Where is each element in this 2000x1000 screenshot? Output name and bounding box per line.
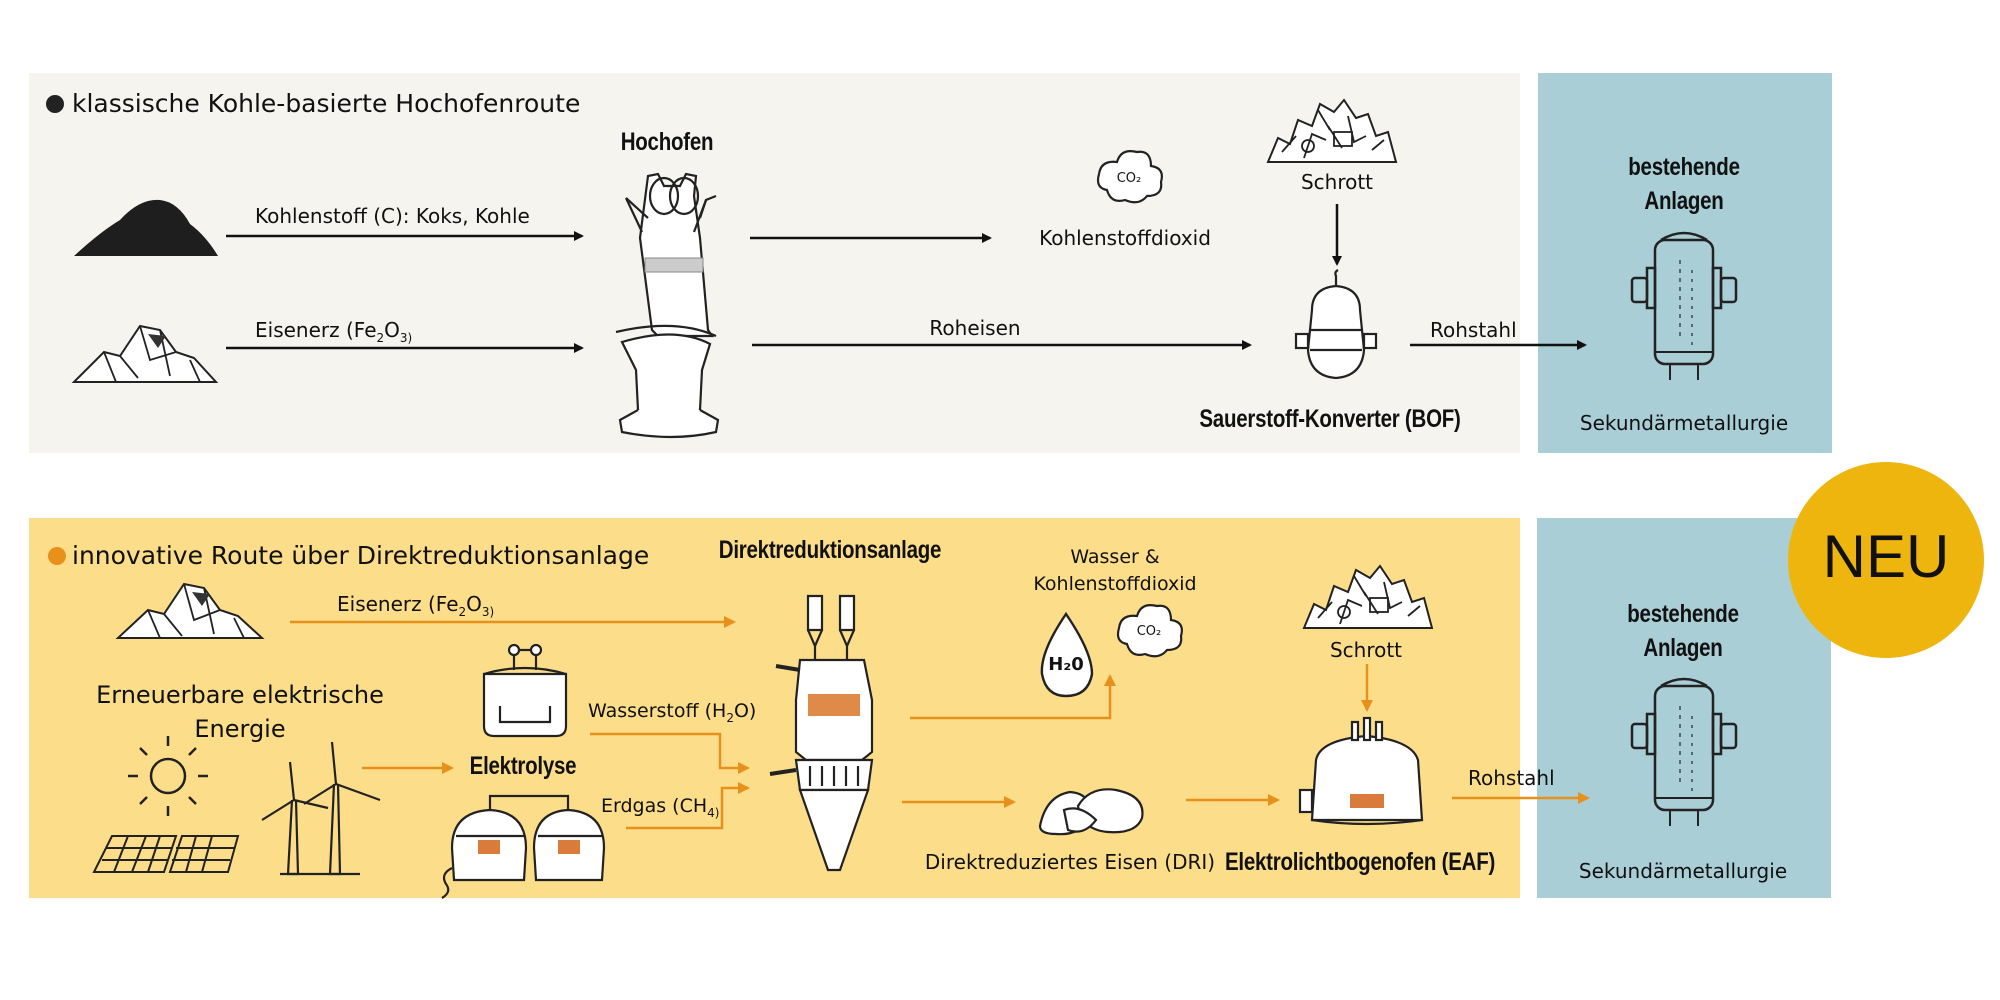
- iron-ore-label-top-sub2: 3): [399, 331, 413, 345]
- secondary-metallurgy-label-top: Sekundärmetallurgie: [1579, 411, 1789, 435]
- iron-ore-label-bottom-sub2: 3): [481, 605, 495, 619]
- water-co2-label: Wasser & Kohlenstoffdioxid: [1033, 546, 1197, 595]
- scrap-pile-bottom: [1303, 565, 1433, 629]
- direct-reduction-plant-label: Direktreduktionsanlage: [718, 536, 942, 564]
- scrap-label-top: Schrott: [1300, 170, 1374, 194]
- dri-label: Direktreduziertes Eisen (DRI): [924, 850, 1216, 874]
- iron-ore-label-top: Eisenerz (Fe2O3): [255, 318, 412, 345]
- iron-ore-pile-bottom: [115, 582, 265, 639]
- iron-ore-label-bottom-mid: O: [466, 592, 482, 616]
- carbon-input-label: Kohlenstoff (C): Koks, Kohle: [255, 204, 530, 228]
- neu-badge-circle: [1788, 462, 1984, 658]
- top-route-title: klassische Kohle-basierte Hochofenroute: [72, 89, 581, 118]
- crude-steel-label-bottom: Rohstahl: [1468, 766, 1555, 790]
- hydrogen-label-sub: 2: [726, 710, 734, 725]
- co2-icon-text-bottom: CO₂: [1136, 624, 1162, 639]
- h2o-icon-text: H₂0: [1048, 654, 1084, 675]
- existing-plants-converter-top: [1630, 231, 1738, 382]
- bottom-route-title: innovative Route über Direktreduktionsan…: [72, 541, 650, 570]
- blast-furnace-drawing: [615, 172, 720, 439]
- electrolysis-label: Elektrolyse: [469, 752, 577, 780]
- hydrogen-label-end: O): [733, 700, 757, 722]
- solar-panels-icon: [92, 835, 240, 873]
- natural-gas-label-main: Erdgas (CH: [601, 795, 708, 817]
- existing-plants-converter-bottom: [1630, 677, 1738, 828]
- top-route-panel: [29, 73, 1520, 453]
- secondary-metallurgy-label-bottom: Sekundärmetallurgie: [1578, 859, 1788, 883]
- bottom-existing-plants-box: [1537, 518, 1831, 898]
- electrolyser-icon: [482, 643, 568, 738]
- direct-reduction-plant-drawing: [769, 594, 874, 872]
- gas-tanks-icon: [441, 794, 606, 899]
- iron-ore-pile-top: [71, 324, 219, 383]
- water-drop-icon: [1040, 611, 1094, 698]
- bottom-title-bullet: [48, 547, 66, 565]
- co2-icon-text-top: CO₂: [1116, 171, 1142, 186]
- converter-label: Sauerstoff-Konverter (BOF): [1199, 405, 1461, 433]
- hydrogen-label-main: Wasserstoff (H: [588, 700, 727, 722]
- renewable-energy-label: Erneuerbare elektrische Energie: [96, 681, 384, 743]
- iron-ore-label-bottom: Eisenerz (Fe2O3): [337, 592, 494, 619]
- bottom-route-panel: [29, 518, 1520, 898]
- crude-steel-label-top: Rohstahl: [1430, 318, 1517, 342]
- neu-badge-label: NEU: [1822, 523, 1950, 590]
- pig-iron-label: Roheisen: [929, 316, 1021, 340]
- scrap-pile-top: [1267, 99, 1397, 163]
- blast-furnace-label: Hochofen: [620, 128, 714, 156]
- wind-turbines-icon: [261, 741, 381, 876]
- electric-arc-furnace-drawing: [1298, 716, 1424, 826]
- co2-label-top: Kohlenstoffdioxid: [1039, 226, 1211, 250]
- scrap-label-bottom: Schrott: [1329, 638, 1403, 662]
- natural-gas-label-sub: 4): [707, 805, 720, 820]
- hydrogen-label: Wasserstoff (H2O): [588, 700, 756, 725]
- coal-pile: [74, 199, 218, 256]
- iron-ore-label-top-main: Eisenerz (Fe: [255, 318, 377, 342]
- natural-gas-label: Erdgas (CH4): [601, 795, 719, 820]
- iron-ore-label-bottom-main: Eisenerz (Fe: [337, 592, 459, 616]
- top-existing-plants-box: [1538, 73, 1832, 453]
- existing-plants-label-bottom: bestehende Anlagen: [1627, 600, 1739, 662]
- eaf-label: Elektrolichtbogenofen (EAF): [1224, 848, 1496, 876]
- sun-icon: [128, 736, 208, 816]
- existing-plants-label-top: bestehende Anlagen: [1628, 153, 1740, 215]
- iron-ore-label-top-sub1: 2: [376, 331, 385, 345]
- top-title-bullet: [46, 95, 64, 113]
- iron-ore-label-top-mid: O: [384, 318, 400, 342]
- dri-pellets-icon: [1038, 788, 1144, 836]
- oxygen-converter-drawing: [1294, 269, 1378, 380]
- iron-ore-label-bottom-sub1: 2: [458, 605, 467, 619]
